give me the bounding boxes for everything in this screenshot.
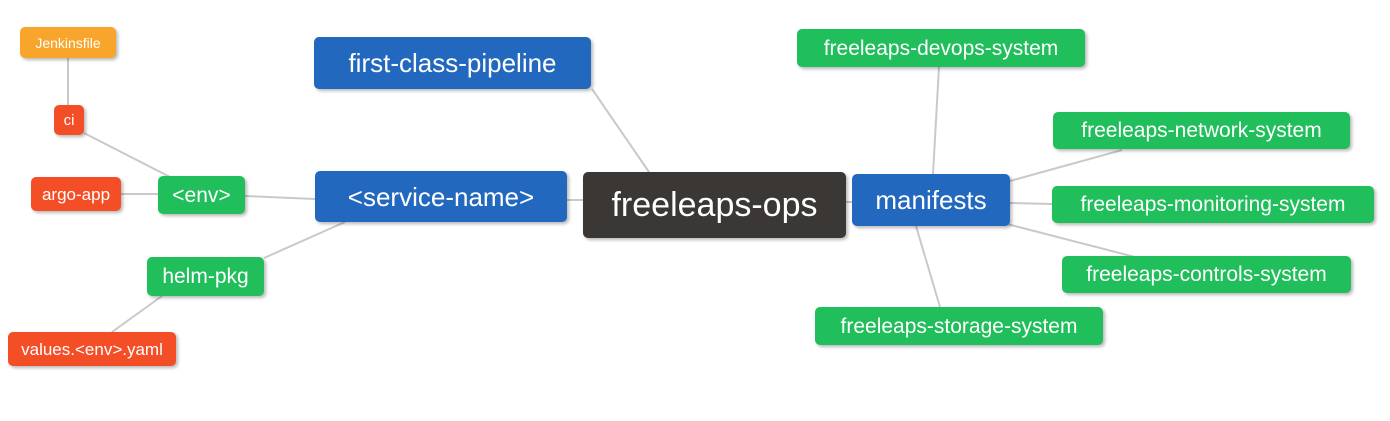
node-first-class-pipeline[interactable]: first-class-pipeline (314, 37, 591, 89)
node-freeleaps-monitoring-system[interactable]: freeleaps-monitoring-system (1052, 186, 1374, 223)
node-freeleaps-devops-system[interactable]: freeleaps-devops-system (797, 29, 1085, 67)
edge-first-class-pipeline-freeleaps-ops (591, 88, 650, 173)
node-freeleaps-ops[interactable]: freeleaps-ops (583, 172, 846, 238)
node-ci[interactable]: ci (54, 105, 84, 135)
node-values-env-yaml[interactable]: values.<env>.yaml (8, 332, 176, 366)
node-helm-pkg[interactable]: helm-pkg (147, 257, 264, 296)
edge-helm-pkg-values-env-yaml (111, 295, 163, 333)
node-freeleaps-network-system[interactable]: freeleaps-network-system (1053, 112, 1350, 149)
edge-manifests-network-system (1009, 149, 1123, 182)
node-freeleaps-controls-system[interactable]: freeleaps-controls-system (1062, 256, 1351, 293)
edge-manifests-controls-system (1006, 223, 1136, 258)
edge-manifests-monitoring-system (1009, 202, 1053, 205)
node-freeleaps-storage-system[interactable]: freeleaps-storage-system (815, 307, 1103, 345)
node-argo-app[interactable]: argo-app (31, 177, 121, 211)
node-env[interactable]: <env> (158, 176, 245, 214)
node-jenkinsfile[interactable]: Jenkinsfile (20, 27, 116, 58)
edge-ci-env (83, 132, 171, 178)
edge-env-service-name (244, 195, 316, 200)
node-manifests[interactable]: manifests (852, 174, 1010, 226)
edge-service-name-helm-pkg (263, 221, 346, 259)
edge-manifests-devops-system (932, 66, 940, 175)
edge-manifests-storage-system (915, 225, 941, 308)
node-service-name[interactable]: <service-name> (315, 171, 567, 222)
